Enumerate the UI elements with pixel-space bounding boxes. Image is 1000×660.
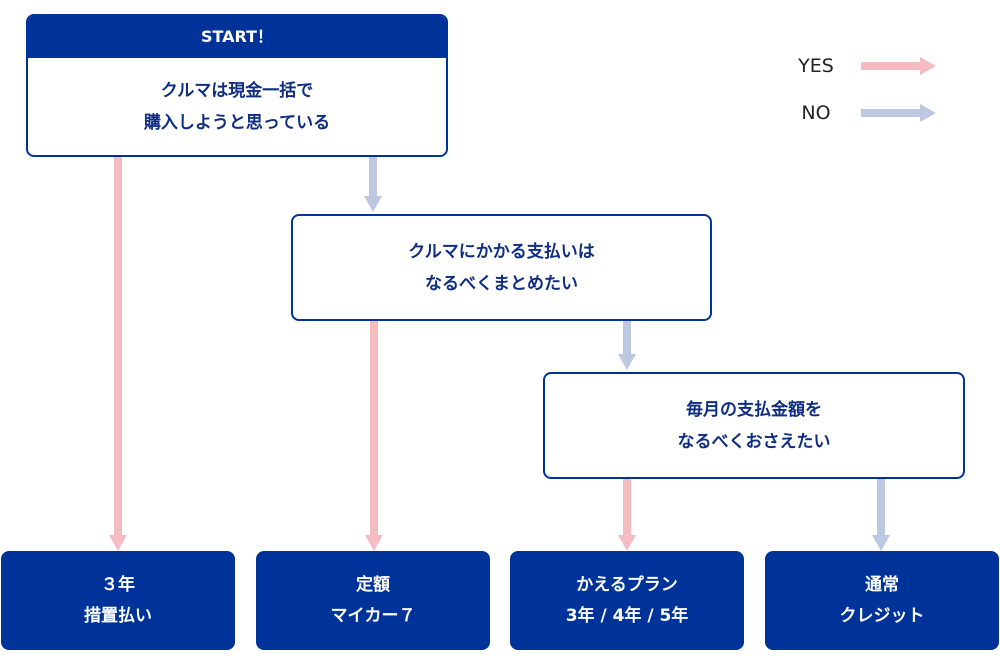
- arrow-q2-no: [618, 321, 636, 370]
- start-question-line-1: クルマは現金一括で: [160, 80, 314, 101]
- arrow-q3-yes: [618, 479, 636, 551]
- question-3-box: 毎月の支払金額を なるべくおさえたい: [543, 372, 965, 479]
- legend-no-arrow: [861, 104, 936, 122]
- question-2-line-2: なるべくまとめたい: [425, 273, 578, 294]
- result-box-2: 定額 マイカー７: [256, 551, 490, 650]
- legend-yes-arrow: [861, 57, 936, 75]
- result-1-line-2: 措置払い: [84, 605, 152, 626]
- result-box-1: ３年 措置払い: [1, 551, 235, 650]
- start-question-line-2: 購入しようと思っている: [143, 112, 331, 133]
- result-1-line-1: ３年: [101, 574, 135, 595]
- start-box: START！ クルマは現金一括で 購入しようと思っている: [26, 14, 448, 157]
- arrow-start-no: [364, 157, 382, 212]
- arrow-q3-no: [872, 479, 890, 551]
- result-4-line-2: クレジット: [839, 605, 925, 626]
- legend-yes-label: YES: [798, 55, 834, 77]
- result-3-line-1: かえるプラン: [576, 574, 678, 595]
- arrow-start-yes: [109, 157, 127, 551]
- result-2-line-1: 定額: [356, 574, 390, 595]
- start-question: クルマは現金一括で 購入しようと思っている: [28, 58, 446, 155]
- legend-no-label: NO: [801, 102, 831, 124]
- start-header: START！: [28, 16, 446, 58]
- question-2-line-1: クルマにかかる支払いは: [408, 241, 595, 262]
- result-4-line-1: 通常: [865, 574, 899, 595]
- question-2-box: クルマにかかる支払いは なるべくまとめたい: [291, 214, 712, 321]
- result-2-line-2: マイカー７: [330, 605, 416, 626]
- question-3-line-1: 毎月の支払金額を: [686, 399, 822, 420]
- question-3-line-2: なるべくおさえたい: [677, 431, 831, 452]
- result-box-3: かえるプラン 3年 / 4年 / 5年: [510, 551, 744, 650]
- result-box-4: 通常 クレジット: [765, 551, 999, 650]
- result-3-line-2: 3年 / 4年 / 5年: [565, 605, 689, 626]
- arrow-q2-yes: [365, 321, 383, 551]
